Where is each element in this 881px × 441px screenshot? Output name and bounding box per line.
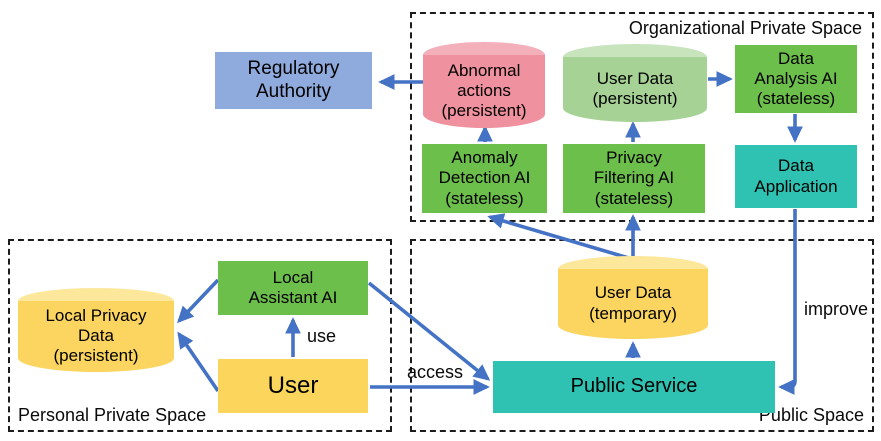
node-local-assistant-ai: Local Assistant AI	[218, 261, 368, 315]
edge-label-use: use	[307, 326, 337, 346]
node-user-data-persistent: User Data (persistent)	[563, 44, 707, 122]
region-personal-private-space: Personal Private Space	[8, 239, 392, 432]
node-regulatory-authority: Regulatory Authority	[215, 52, 372, 109]
region-organizational-private-space: Organizational Private Space	[410, 12, 874, 222]
edge-label-improve: improve	[804, 299, 869, 319]
node-data-application: Data Application	[735, 145, 857, 208]
node-user: User	[218, 359, 368, 413]
node-label: Local Privacy Data (persistent)	[45, 305, 147, 366]
region-label-public-space: Public Space	[758, 405, 864, 425]
cylinder-body	[18, 301, 174, 372]
node-local-privacy-data: Local Privacy Data (persistent)	[18, 288, 174, 372]
arrow-local-assistant-ai-to-public-service	[367, 281, 491, 381]
cylinder-body	[563, 57, 707, 122]
arrow-user-data-temporary-to-anomaly-detection	[487, 213, 633, 261]
node-label: User Data (temporary)	[589, 283, 677, 323]
node-label: Abnormal actions (persistent)	[441, 60, 527, 121]
region-public-space: Public Space	[410, 239, 874, 432]
region-label-personal-private-space: Personal Private Space	[18, 405, 207, 425]
arrow-local-assistant-ai-to-local-privacy-data	[177, 278, 220, 324]
cylinder-body	[558, 269, 708, 339]
arrow-data-application-to-public-service-improve	[778, 209, 797, 395]
region-label-organizational-private-space: Organizational Private Space	[628, 18, 862, 38]
node-abnormal-actions: Abnormal actions (persistent)	[423, 42, 545, 128]
cylinder-body	[423, 55, 545, 128]
node-privacy-filtering-ai: Privacy Filtering AI (stateless)	[563, 144, 705, 213]
arrow-user-to-local-privacy-data	[177, 331, 220, 393]
node-public-service: Public Service	[493, 361, 775, 413]
node-label: User Data (persistent)	[592, 68, 678, 108]
edge-label-access: access	[407, 362, 464, 382]
node-anomaly-detection-ai: Anomaly Detection AI (stateless)	[422, 144, 547, 213]
node-data-analysis-ai: Data Analysis AI (stateless)	[735, 45, 857, 113]
node-user-data-temporary: User Data (temporary)	[558, 256, 708, 339]
